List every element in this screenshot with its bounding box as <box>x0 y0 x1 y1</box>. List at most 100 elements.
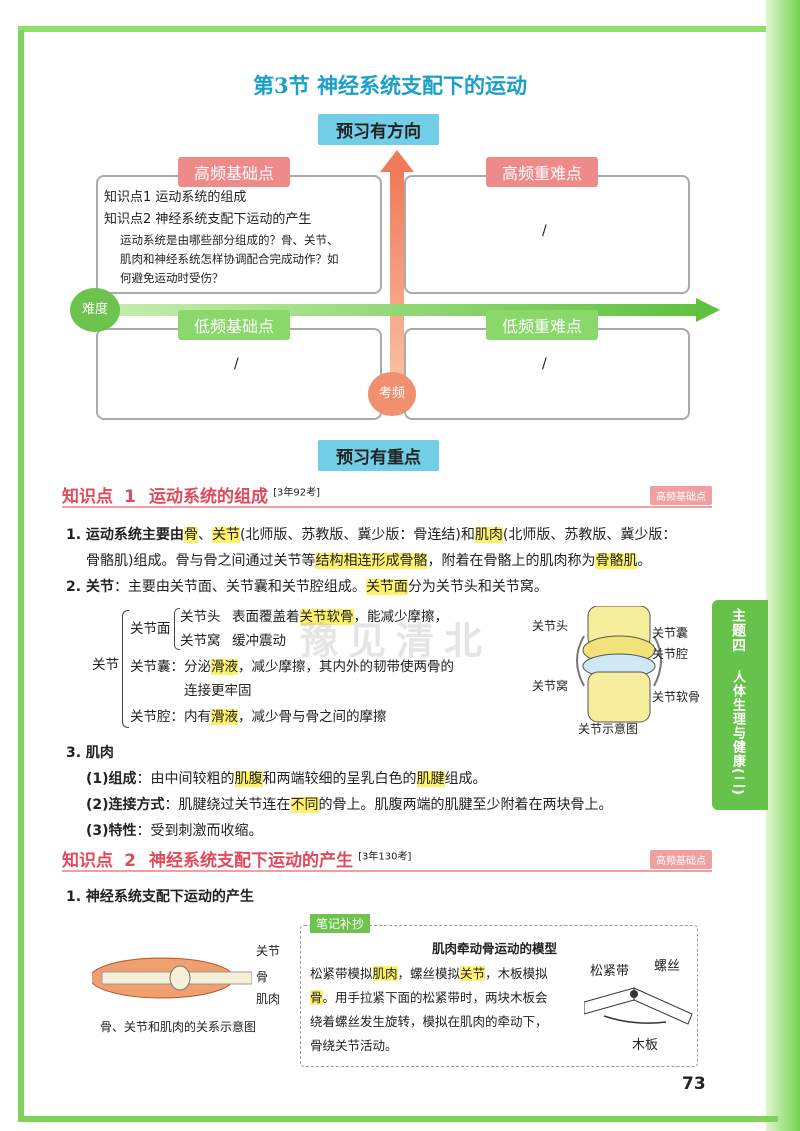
model-diagram <box>584 987 693 1025</box>
side-tab-top: 主题四 <box>730 608 746 653</box>
label-board: 木板 <box>632 1038 659 1053</box>
page-border-top <box>18 26 778 32</box>
paragraph-1-line: 1. 运动系统主要由骨、关节(北师版、苏教版、冀少版：骨连结)和肌肉(北师版、苏… <box>66 527 677 543</box>
difficulty-label: 难度 <box>70 288 120 332</box>
quadrant-bottom-left: / <box>96 328 382 420</box>
label-joint-cartilage: 关节软骨 <box>652 690 701 704</box>
note-tag: 笔记补抄 <box>310 914 371 933</box>
kp1-title: 运动系统的组成 <box>149 487 269 507</box>
tree-root: 关节 <box>92 657 119 673</box>
kp-list-item: 知识点2 神经系统支配下运动的产生 <box>104 212 312 227</box>
vertical-axis-arrow <box>380 150 414 172</box>
note-text: 松紧带模拟肌肉，螺丝模拟关节，木板模拟 骨。用手拉紧下面的松紧带时，两块木板会 … <box>310 962 580 1058</box>
side-tab-bottom: 人体生理与健康(二) <box>730 670 745 796</box>
label-joint-capsule: 关节囊 <box>652 626 689 640</box>
tree-surface-desc2: 缓冲震动 <box>232 633 286 649</box>
tree-socket: 关节窝 <box>180 633 221 649</box>
page-border-bottom <box>18 1116 778 1122</box>
quadrant-value: / <box>542 223 547 239</box>
tree-capsule2: 连接更牢固 <box>184 683 252 699</box>
tree-brace <box>122 610 129 728</box>
kp2-note: [3年130考] <box>358 851 412 863</box>
quadrant-value: / <box>542 356 547 372</box>
elastic-band <box>603 1015 667 1024</box>
joint-shape <box>169 965 191 991</box>
paragraph-2-line: 2. 关节：主要由关节面、关节囊和关节腔组成。关节面分为关节头和关节窝。 <box>66 579 548 595</box>
page-border-right <box>766 0 800 1131</box>
tree-brace-small <box>174 608 180 650</box>
paragraph-1: 1. 运动系统主要由骨、关节(北师版、苏教版、冀少版：骨连结)和肌肉(北师版、苏… <box>66 522 716 600</box>
quadrant-top-right: / <box>404 175 690 294</box>
kp2-heading: 1. 神经系统支配下运动的产生 <box>66 889 254 905</box>
tag-low-freq-difficult: 低频重难点 <box>486 310 599 340</box>
page-title: 第3节 神经系统支配下的运动 <box>253 73 527 98</box>
paragraph-3-item: (1)组成：由中间较粗的肌腹和两端较细的呈乳白色的肌腱组成。 <box>86 771 487 787</box>
tree-head: 关节头 <box>180 609 221 625</box>
label-screw: 螺丝 <box>654 959 681 974</box>
label-bone: 骨 <box>256 970 269 984</box>
tree-cavity: 关节腔：内有滑液，减少骨与骨之间的摩擦 <box>130 709 387 725</box>
tag-low-freq-basic: 低频基础点 <box>178 310 291 340</box>
quadrant-top-left: 知识点1 运动系统的组成 知识点2 神经系统支配下运动的产生 运动系统是由哪些部… <box>96 175 382 294</box>
bone-lower <box>587 671 651 723</box>
tag-high-freq-difficult: 高频重难点 <box>486 157 599 187</box>
side-tab: 主题四 人体生理与健康(二) <box>712 600 768 810</box>
muscle-diagram <box>92 957 252 999</box>
note-line: 绕着螺丝发生旋转，模拟在肌肉的牵动下， <box>310 1014 548 1029</box>
kp1-prefix: 知识点 <box>62 487 113 507</box>
paragraph-3-item: (2)连接方式：肌腱绕过关节连在不同的骨上。肌腹两端的肌腱至少附着在两块骨上。 <box>86 797 613 813</box>
note-line: 骨绕关节活动。 <box>310 1038 398 1053</box>
watermark: 豫见清北 <box>300 619 493 663</box>
question-line: 运动系统是由哪些部分组成的？骨、关节、 <box>120 233 339 247</box>
kp1-note: [3年92考] <box>273 487 321 499</box>
page-border-left <box>18 30 24 1120</box>
kp2-header: 知识点 2 神经系统支配下运动的产生 [3年130考] 高频基础点 <box>62 846 712 872</box>
muscle-diagram-caption: 骨、关节和肌肉的关系示意图 <box>100 1020 257 1034</box>
kp2-prefix: 知识点 <box>62 851 113 871</box>
kp-list-item: 知识点1 运动系统的组成 <box>104 190 247 205</box>
joint-diagram-caption: 关节示意图 <box>578 722 639 736</box>
joint-tree: 关节 关节面 关节头 关节窝 表面覆盖着关节软骨，能减少摩擦， 缓冲震动 关节囊… <box>92 604 512 734</box>
paragraph-1-line: 骨骼肌)组成。骨与骨之间通过关节等结构相连形成骨骼，附着在骨骼上的肌肉称为骨骼肌… <box>86 553 652 569</box>
label-joint-socket: 关节窝 <box>532 679 569 693</box>
page-number: 73 <box>682 1074 706 1094</box>
label-joint-cavity: 关节腔 <box>652 647 689 661</box>
section-banner-direction: 预习有方向 <box>318 114 439 145</box>
label-muscle: 肌肉 <box>256 992 281 1006</box>
kp1-badge: 高频基础点 <box>650 486 712 505</box>
capsule-left <box>576 635 585 687</box>
capsule-right <box>653 635 662 687</box>
question-line: 何避免运动时受伤？ <box>120 271 224 285</box>
kp2-title: 神经系统支配下运动的产生 <box>149 851 354 871</box>
tag-high-freq-basic: 高频基础点 <box>178 157 291 187</box>
board-left <box>584 987 635 1015</box>
screw <box>630 990 638 998</box>
kp1-header: 知识点 1 运动系统的组成 [3年92考] 高频基础点 <box>62 482 712 508</box>
note-line: 骨。用手拉紧下面的松紧带时，两块木板会 <box>310 990 548 1005</box>
kp1-number: 1 <box>124 487 136 507</box>
section-banner-focus: 预习有重点 <box>318 440 439 471</box>
tree-surface-desc: 表面覆盖着关节软骨，能减少摩擦， <box>232 609 448 625</box>
paragraph-3-heading: 3. 肌肉 <box>66 745 114 761</box>
note-line: 松紧带模拟肌肉，螺丝模拟关节，木板模拟 <box>310 966 548 981</box>
quadrant-value: / <box>234 356 239 372</box>
vertical-axis <box>390 170 404 400</box>
tree-capsule: 关节囊：分泌滑液，减少摩擦，其内外的韧带使两骨的 <box>130 659 454 675</box>
joint-diagram <box>576 606 662 723</box>
tree-surface: 关节面 <box>130 621 171 637</box>
paragraph-3-item: (3)特性：受到刺激而收缩。 <box>86 823 263 839</box>
paragraph-3: 3. 肌肉 (1)组成：由中间较粗的肌腹和两端较细的呈乳白色的肌腱组成。 (2)… <box>66 740 706 844</box>
label-elastic: 松紧带 <box>590 964 630 979</box>
horizontal-axis-arrow <box>696 298 720 322</box>
label-joint-head: 关节头 <box>532 619 569 633</box>
board-right <box>633 987 693 1025</box>
label-joint: 关节 <box>256 944 281 958</box>
kp2-badge: 高频基础点 <box>650 850 712 869</box>
frequency-label: 考频 <box>368 372 416 416</box>
kp2-number: 2 <box>124 851 136 871</box>
question-line: 肌肉和神经系统怎样协调配合完成动作？如 <box>120 252 339 266</box>
quadrant-bottom-right: / <box>404 328 690 420</box>
note-box <box>300 925 698 1067</box>
note-title: 肌肉牵动骨运动的模型 <box>432 941 558 956</box>
